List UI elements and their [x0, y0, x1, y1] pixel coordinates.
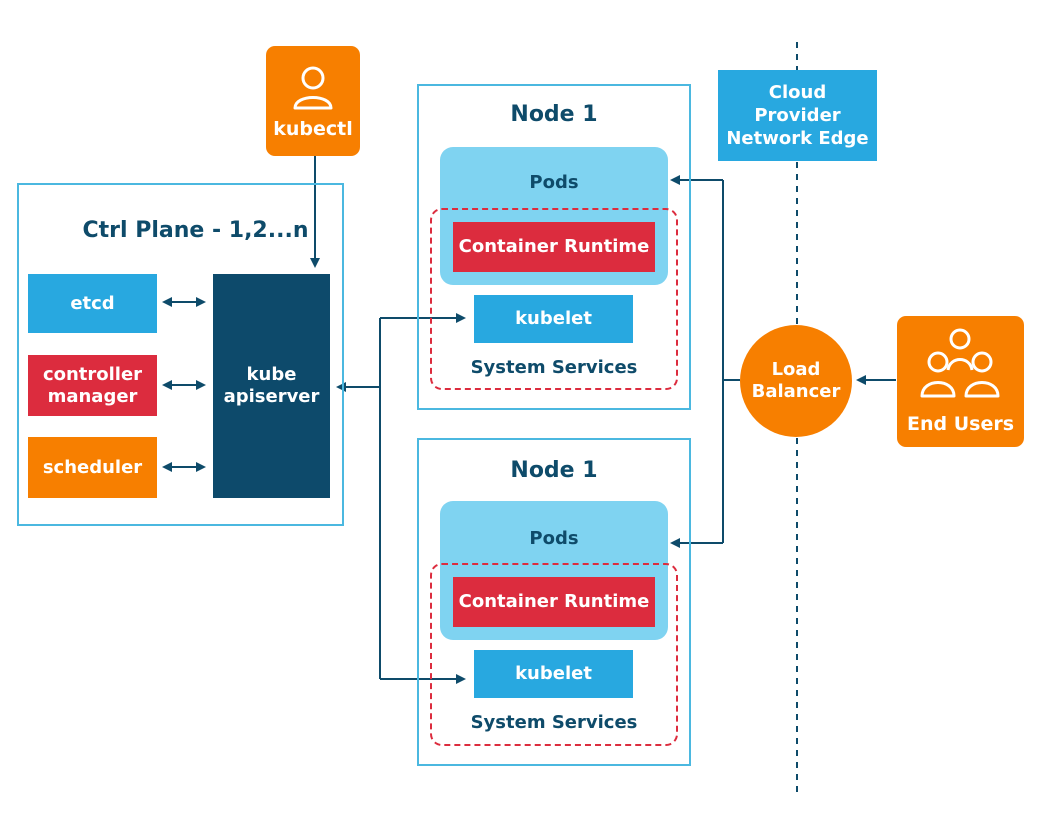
- controller-manager-label-line2: manager: [47, 385, 138, 407]
- etcd-label: etcd: [70, 292, 115, 314]
- controller-manager-label-line1: controller: [42, 363, 143, 385]
- system-services-label: System Services: [470, 712, 638, 733]
- etcd-box[interactable]: etcd: [28, 274, 157, 333]
- node-title: Node 1: [510, 457, 598, 483]
- kubelet-label: kubelet: [515, 308, 592, 329]
- load-balancer-line2: Balancer: [751, 381, 841, 402]
- kubelet-box[interactable]: kubelet: [474, 295, 633, 343]
- ctrl-plane-title: Ctrl Plane - 1,2...n: [82, 217, 309, 243]
- cloud-edge-line1: Cloud: [768, 82, 827, 103]
- system-services-label: System Services: [470, 357, 638, 378]
- node-box: Node 1: [417, 84, 691, 410]
- container-runtime-box[interactable]: Container Runtime: [453, 577, 655, 627]
- cloud-edge-line2: Provider: [754, 105, 841, 126]
- load-balancer-line1: Load: [771, 359, 821, 380]
- container-runtime-label: Container Runtime: [458, 591, 650, 612]
- system-services-boundary: System Services: [430, 563, 678, 746]
- apiserver-label-line2: apiserver: [223, 386, 320, 407]
- user-icon: [293, 66, 333, 110]
- users-group-icon: [920, 328, 1000, 398]
- pods-label: Pods: [529, 528, 579, 549]
- end-users-label: End Users: [906, 413, 1015, 435]
- kubelet-label: kubelet: [515, 663, 592, 684]
- load-balancer-circle[interactable]: Load Balancer: [740, 325, 852, 437]
- apiserver-label-line1: kube: [246, 364, 297, 385]
- kube-apiserver-box[interactable]: kube apiserver: [213, 274, 330, 498]
- system-services-boundary: System Services: [430, 208, 678, 390]
- node-box: Node 1: [417, 438, 691, 766]
- end-users-box[interactable]: End Users: [897, 316, 1024, 447]
- container-runtime-box[interactable]: Container Runtime: [453, 222, 655, 272]
- kubectl-box[interactable]: kubectl: [266, 46, 360, 156]
- cloud-edge-line3: Network Edge: [726, 128, 869, 149]
- pods-label: Pods: [529, 172, 579, 193]
- ctrl-plane-box: Ctrl Plane - 1,2...n: [17, 183, 344, 526]
- kubectl-label: kubectl: [273, 118, 353, 140]
- cloud-edge-box: Cloud Provider Network Edge: [718, 70, 877, 161]
- container-runtime-label: Container Runtime: [458, 236, 650, 257]
- kubelet-box[interactable]: kubelet: [474, 650, 633, 698]
- node-title: Node 1: [510, 101, 598, 127]
- controller-manager-box[interactable]: controller manager: [28, 355, 157, 416]
- scheduler-box[interactable]: scheduler: [28, 437, 157, 498]
- scheduler-label: scheduler: [42, 456, 143, 478]
